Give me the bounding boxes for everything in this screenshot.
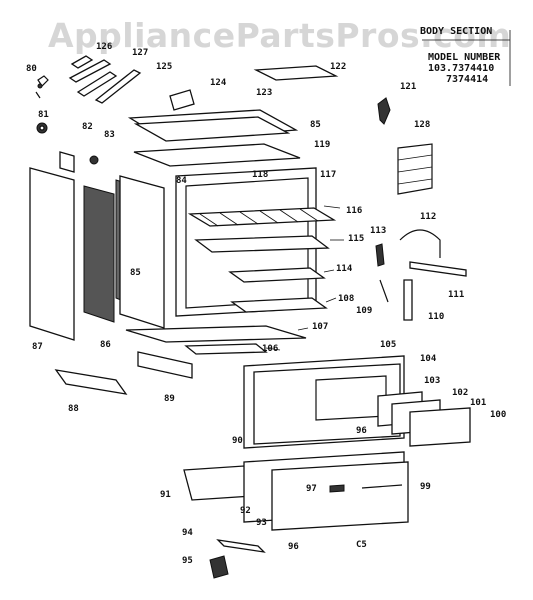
part-125-bracket <box>94 69 142 104</box>
part-106-kickplate <box>184 343 268 355</box>
label-112: 112 <box>420 212 437 222</box>
part-81-knob <box>36 122 48 134</box>
label-90: 90 <box>232 436 243 446</box>
part-107-bottom <box>125 325 307 343</box>
label-116: 116 <box>346 206 363 216</box>
part-116-rack <box>187 207 337 227</box>
model-number-1: 103.7374410 <box>428 63 495 74</box>
label-128: 128 <box>414 120 431 130</box>
label-115: 115 <box>348 234 365 244</box>
label-96: 96 <box>288 542 299 552</box>
label-111: 111 <box>448 290 465 300</box>
label-108: 108 <box>338 294 355 304</box>
watermark: AppliancePartsPros.com <box>48 16 512 55</box>
model-number-2: 7374414 <box>446 74 489 85</box>
label-99: 99 <box>420 482 431 492</box>
label-95: 95 <box>182 556 193 566</box>
label-102: 102 <box>452 388 469 398</box>
label-88: 88 <box>68 404 79 414</box>
label-87: 87 <box>32 342 43 352</box>
label-106: 106 <box>262 344 279 354</box>
label-81: 81 <box>38 110 49 120</box>
model-number-label: MODEL NUMBER <box>428 52 501 63</box>
label-121: 121 <box>400 82 417 92</box>
label-92: 92 <box>240 506 251 516</box>
label-104: 104 <box>420 354 437 364</box>
part-119-panel <box>133 143 301 167</box>
label-110: 110 <box>428 312 445 322</box>
label-84: 84 <box>176 176 187 186</box>
part-114-grid <box>228 267 326 283</box>
label-94: 94 <box>182 528 193 538</box>
label-82: 82 <box>82 122 93 132</box>
part-113-109-110-hardware <box>375 243 413 321</box>
part-97-pull <box>329 484 345 493</box>
label-103: 103 <box>424 376 441 386</box>
label-85: 85 <box>310 120 321 130</box>
label-127: 127 <box>132 48 149 58</box>
label-118: 118 <box>252 170 269 180</box>
footer-code: C5 <box>356 540 367 550</box>
label-93: 93 <box>256 518 267 528</box>
label-97: 97 <box>306 484 317 494</box>
label-89: 89 <box>164 394 175 404</box>
label-113: 113 <box>370 226 387 236</box>
label-85b: 85 <box>130 268 141 278</box>
part-122-strip <box>253 65 339 81</box>
label-122: 122 <box>330 62 347 72</box>
part-87-side-panel <box>29 167 75 341</box>
label-98: 96 <box>356 426 367 436</box>
label-107: 107 <box>312 322 329 332</box>
part-108-pan <box>230 297 328 313</box>
label-86: 86 <box>100 340 111 350</box>
label-123: 123 <box>256 88 273 98</box>
label-119: 119 <box>314 140 331 150</box>
part-96-drawer-front <box>243 451 409 531</box>
part-112-111-element <box>399 229 467 277</box>
part-126-127-rails <box>68 55 118 97</box>
part-128-rack <box>397 143 433 195</box>
part-123-cooktop <box>127 109 299 142</box>
label-117: 117 <box>320 170 337 180</box>
label-114: 114 <box>336 264 353 274</box>
part-100-102-glass <box>377 391 471 447</box>
part-121-clip <box>377 97 391 125</box>
part-104-105-door <box>243 355 405 449</box>
part-91-drawer-box <box>183 465 253 501</box>
label-126: 126 <box>96 42 113 52</box>
leader-lines <box>265 205 344 351</box>
label-124: 124 <box>210 78 227 88</box>
label-109: 109 <box>356 306 373 316</box>
part-115-broiler-pan <box>194 235 330 253</box>
label-100: 100 <box>490 410 507 420</box>
label-105: 105 <box>380 340 397 350</box>
label-83: 83 <box>104 130 115 140</box>
section-title: BODY SECTION <box>420 26 493 37</box>
label-91: 91 <box>160 490 171 500</box>
part-89-vent <box>137 351 193 379</box>
part-94-95-hardware <box>209 539 266 579</box>
part-88-plate <box>54 369 128 395</box>
label-80: 80 <box>26 64 37 74</box>
part-80-clip <box>35 75 49 99</box>
label-101: 101 <box>470 398 487 408</box>
part-124-handle <box>169 89 195 111</box>
part-84-rear-panel <box>119 175 165 329</box>
label-125: 125 <box>156 62 173 72</box>
part-82-83-trim <box>59 151 99 173</box>
